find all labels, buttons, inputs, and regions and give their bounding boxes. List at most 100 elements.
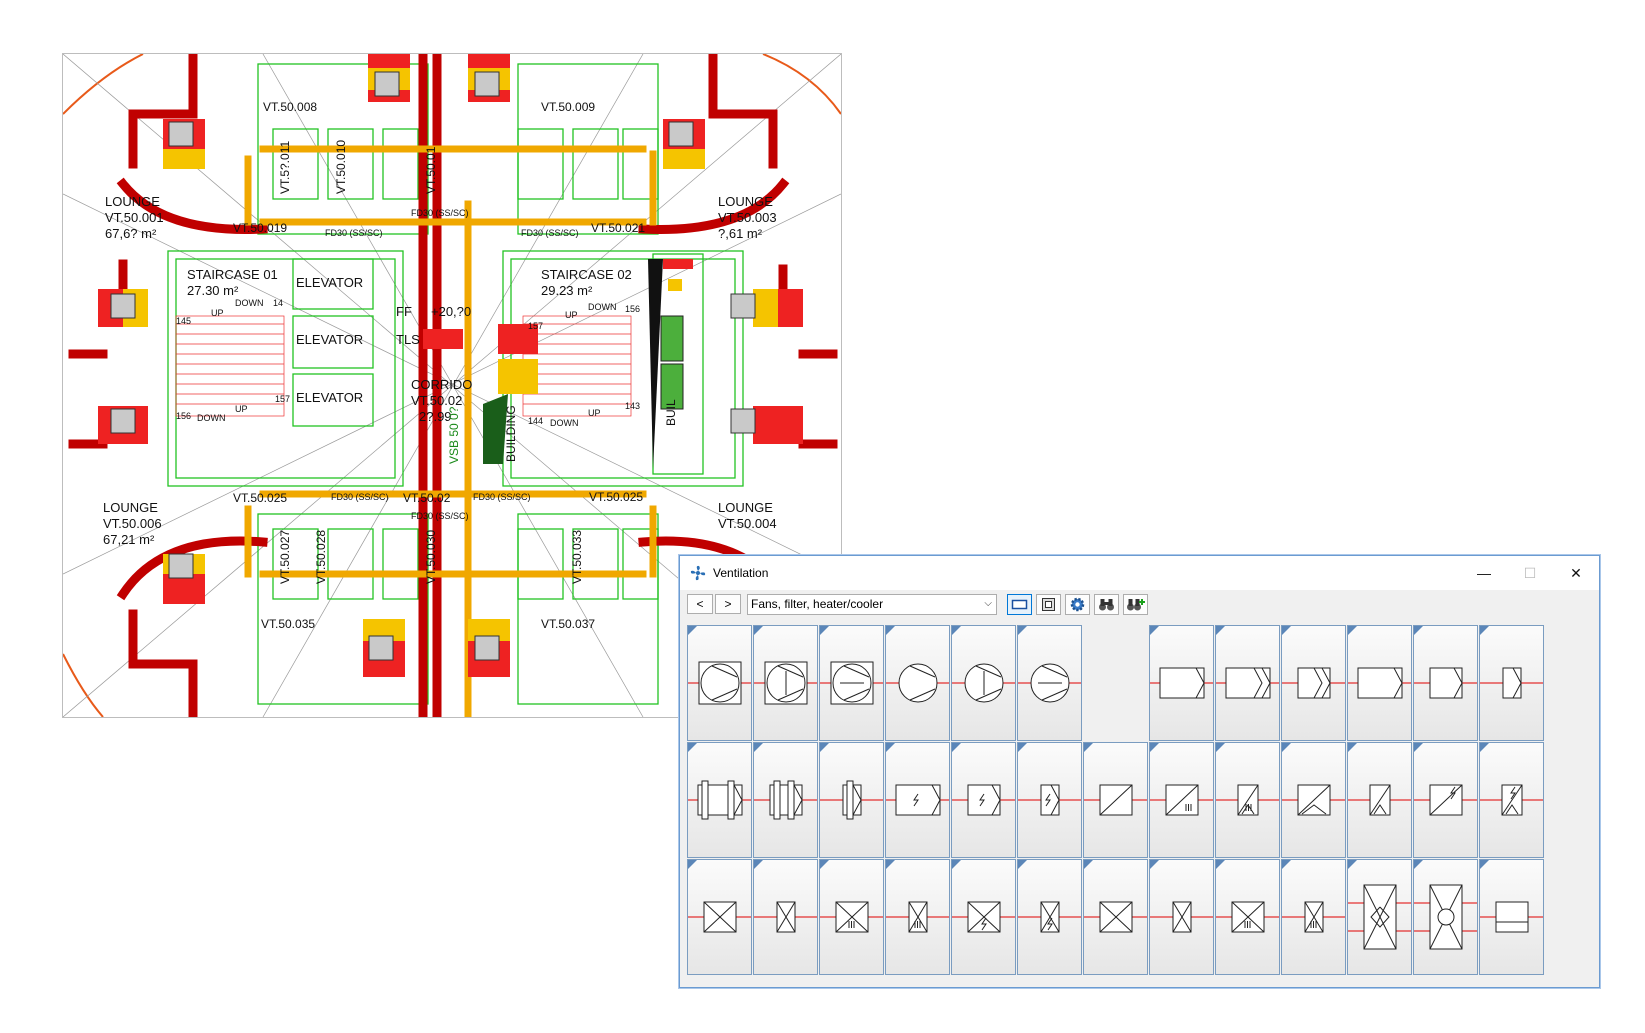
silencer-wide-icon	[688, 780, 751, 820]
symbol-tile-damper-x-narrow-heater[interactable]	[1017, 859, 1082, 975]
symbol-tile-fan-circle-horizontal[interactable]	[1017, 625, 1082, 741]
forward-button[interactable]: >	[715, 594, 741, 614]
symbol-tile-damper-x-tall-narrow[interactable]	[1149, 859, 1214, 975]
symbol-tile-cooler-diagonal-arrow[interactable]	[1281, 742, 1346, 858]
damper-x-tall-narrow-icon	[1150, 901, 1213, 933]
symbol-tile-cooler-diagonal-narrow-iii[interactable]	[1215, 742, 1280, 858]
ventilation-window[interactable]: Ventilation — ☐ ✕ < > Fans, filter, heat…	[679, 555, 1600, 988]
tile-corner-marker	[886, 860, 895, 869]
tile-corner-marker	[886, 743, 895, 752]
symbol-tile-cooler-heater-narrow[interactable]	[1479, 742, 1544, 858]
cooler-diagonal-narrow-iii-icon	[1216, 784, 1279, 816]
binoculars-add-icon	[1127, 598, 1145, 610]
unit-bar-icon	[1480, 901, 1543, 933]
symbol-tile-cooler-heater-wide[interactable]	[1413, 742, 1478, 858]
symbol-tile-damper-x-iii[interactable]	[819, 859, 884, 975]
tile-view-button[interactable]	[1036, 593, 1061, 615]
cooler-diagonal-iii-icon	[1150, 784, 1213, 816]
symbol-tile-filter-chevron-wide[interactable]	[1149, 625, 1214, 741]
symbol-tile-damper-x-narrow-iii[interactable]	[885, 859, 950, 975]
tile-corner-marker	[1282, 743, 1291, 752]
close-button[interactable]: ✕	[1553, 556, 1599, 590]
room-label: VT.50.025	[589, 490, 643, 504]
symbol-tile-unit-x-circle[interactable]	[1413, 859, 1478, 975]
symbol-tile-filter-chevron-small[interactable]	[1413, 625, 1478, 741]
maximize-button[interactable]: ☐	[1507, 556, 1553, 590]
room-label: VSB 50 0?	[447, 406, 461, 464]
chevron-right-icon: >	[724, 597, 732, 611]
symbol-tile-silencer-wide[interactable]	[687, 742, 752, 858]
tile-corner-marker	[1480, 626, 1489, 635]
damper-label: FD30 (SS/SC)	[411, 511, 469, 521]
symbol-tile-damper-x-tall-iii[interactable]	[1281, 859, 1346, 975]
minimize-icon: —	[1477, 565, 1491, 581]
room-label: VT.50.027	[278, 530, 292, 584]
tile-corner-marker	[688, 626, 697, 635]
unit-x-diamond-icon	[1348, 884, 1411, 950]
room-label: TLS	[396, 332, 420, 347]
tile-corner-marker	[952, 626, 961, 635]
category-dropdown[interactable]: Fans, filter, heater/cooler ⌵	[747, 593, 997, 615]
room-label: 29.23 m²	[541, 283, 593, 298]
settings-gear-icon	[1070, 597, 1085, 611]
search-button[interactable]	[1094, 593, 1119, 615]
tile-corner-marker	[820, 743, 829, 752]
symbol-tile-unit-x-diamond[interactable]	[1347, 859, 1412, 975]
settings-button[interactable]	[1065, 593, 1090, 615]
symbol-tile-fan-circle-square-horizontal[interactable]	[819, 625, 884, 741]
symbol-tile-heater-wide[interactable]	[885, 742, 950, 858]
room-label: VT.50.010	[334, 140, 348, 194]
symbol-tile-heater-medium[interactable]	[951, 742, 1016, 858]
symbol-tile-unit-bar[interactable]	[1479, 859, 1544, 975]
rectangle-view-icon	[1011, 599, 1028, 609]
symbol-tile-filter-double-chevron[interactable]	[1215, 625, 1280, 741]
title-bar[interactable]: Ventilation — ☐ ✕	[680, 556, 1599, 590]
stair-label: DOWN	[550, 418, 579, 428]
symbol-tile-fan-circle-square-vertical[interactable]	[753, 625, 818, 741]
symbol-tile-damper-x-wide[interactable]	[687, 859, 752, 975]
symbol-tile-cooler-narrow-arrow[interactable]	[1347, 742, 1412, 858]
tile-corner-marker	[1480, 743, 1489, 752]
tile-corner-marker	[1414, 743, 1423, 752]
stair-label: UP	[235, 404, 248, 414]
symbol-tile-damper-x-large[interactable]	[1083, 859, 1148, 975]
stair-label: DOWN	[588, 302, 617, 312]
rectangle-view-button[interactable]	[1007, 593, 1032, 615]
room-label: 2?.99	[419, 409, 452, 424]
room-label: +20,?0	[431, 304, 471, 319]
symbol-tile-fan-circle[interactable]	[885, 625, 950, 741]
room-label: ELEVATOR	[296, 332, 363, 347]
ventilation-fan-icon	[690, 565, 706, 581]
tile-corner-marker	[1216, 860, 1225, 869]
symbol-tile-damper-x-narrow[interactable]	[753, 859, 818, 975]
damper-x-narrow-iii-icon	[886, 901, 949, 933]
symbol-tile-cooler-diagonal-iii[interactable]	[1149, 742, 1214, 858]
cad-drawing-view[interactable]: LOUNGE VT.50.001 67,6? m² LOUNGE VT.50.0…	[62, 53, 842, 718]
symbol-tile-damper-x-large-iii[interactable]	[1215, 859, 1280, 975]
tile-corner-marker	[1414, 860, 1423, 869]
tile-corner-marker	[754, 860, 763, 869]
tile-view-icon	[1042, 597, 1055, 611]
cooler-diagonal-arrow-icon	[1282, 784, 1345, 816]
room-label: VT.50.025	[233, 491, 287, 505]
room-label: VT.50.001	[105, 210, 164, 225]
symbol-tile-fan-circle-square[interactable]	[687, 625, 752, 741]
symbol-tile-silencer-narrow[interactable]	[819, 742, 884, 858]
tile-corner-marker	[886, 626, 895, 635]
symbol-tile-filter-chevron-narrow[interactable]	[1281, 625, 1346, 741]
search-add-button[interactable]	[1123, 593, 1148, 615]
tile-corner-marker	[1150, 743, 1159, 752]
symbol-tile-fan-circle-vertical[interactable]	[951, 625, 1016, 741]
symbol-tile-damper-x-heater[interactable]	[951, 859, 1016, 975]
damper-x-tall-iii-icon	[1282, 901, 1345, 933]
symbol-tile-filter-chevron-medium[interactable]	[1347, 625, 1412, 741]
symbol-tile-silencer-medium[interactable]	[753, 742, 818, 858]
room-label: LOUNGE	[103, 500, 158, 515]
minimize-button[interactable]: —	[1461, 556, 1507, 590]
symbol-tile-heater-narrow[interactable]	[1017, 742, 1082, 858]
symbol-tile-filter-chevron-tiny[interactable]	[1479, 625, 1544, 741]
tile-corner-marker	[1414, 626, 1423, 635]
symbol-tile-cooler-diagonal[interactable]	[1083, 742, 1148, 858]
damper-label: FD30 (SS/SC)	[325, 228, 383, 238]
back-button[interactable]: <	[687, 594, 713, 614]
